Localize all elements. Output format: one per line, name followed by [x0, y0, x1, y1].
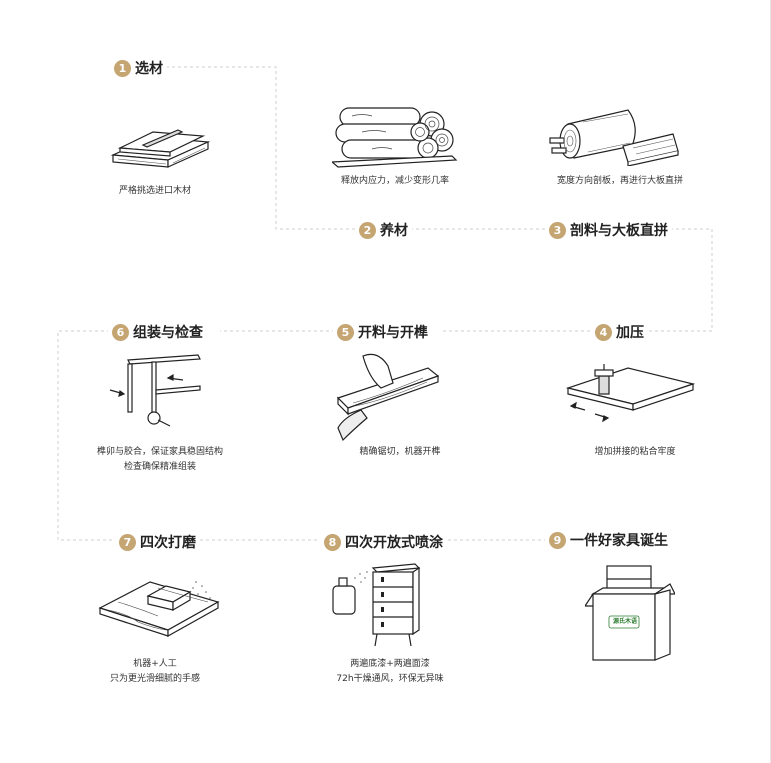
step-1-badge: 1: [114, 59, 131, 77]
step-2-desc-line: 释放内应力，减少变形几率: [340, 176, 449, 186]
step-7-badge: 7: [119, 533, 136, 551]
step-7-desc: 机器+人工 只为更光滑细腻的手感: [80, 657, 230, 687]
step-3-label: 3 剖料与大板直拼: [545, 220, 672, 240]
step-5-title: 开料与开榫: [358, 325, 428, 341]
step-8-desc-line-2: 72h干燥通风，环保无异味: [336, 674, 444, 684]
step-5-desc: 精确锯切，机器开榫: [325, 445, 475, 460]
step-2-label: 2 养材: [355, 220, 412, 240]
step-9-badge: 9: [549, 531, 566, 549]
step-8-label: 8 四次开放式喷涂: [320, 532, 447, 552]
step-4-desc: 增加拼接的粘合牢度: [560, 445, 710, 460]
assembly-frame-icon: [109, 354, 201, 427]
step-7-title: 四次打磨: [140, 535, 196, 551]
log-pile-icon: [332, 107, 458, 168]
step-5-desc-line: 精确锯切，机器开榫: [359, 447, 441, 457]
step-6-title: 组装与检查: [133, 325, 203, 341]
step-3-desc: 宽度方向剖板，再进行大板直拼: [535, 174, 705, 189]
step-8-desc-line-1: 两遍底漆+两遍面漆: [350, 659, 430, 669]
step-5-label: 5 开料与开榫: [333, 322, 432, 342]
step-6-desc-line-2: 检查确保精准组装: [123, 462, 196, 472]
furniture-box-icon: [585, 565, 675, 661]
step-7-label: 7 四次打磨: [115, 532, 200, 552]
step-8-title: 四次开放式喷涂: [345, 535, 443, 551]
hand-saw-board-icon: [336, 353, 440, 442]
step-9-title: 一件好家具诞生: [570, 533, 668, 549]
step-5-badge: 5: [337, 323, 354, 341]
spray-cabinet-icon: [332, 563, 421, 647]
step-4-label: 4 加压: [591, 322, 648, 342]
step-3-title: 剖料与大板直拼: [570, 223, 668, 239]
box-brand-logo: 源氏木语: [612, 618, 637, 625]
step-2-badge: 2: [359, 221, 376, 239]
wood-board-stack-icon: [110, 129, 211, 168]
step-6-desc-line-1: 榫卯与胶合，保证家具稳固结构: [96, 447, 223, 457]
step-6-label: 6 组装与检查: [108, 322, 207, 342]
sanding-board-icon: [98, 581, 220, 638]
step-1-title: 选材: [135, 61, 163, 77]
step-6-badge: 6: [112, 323, 129, 341]
step-8-desc: 两遍底漆+两遍面漆 72h干燥通风，环保无异味: [310, 657, 470, 687]
step-4-desc-line: 增加拼接的粘合牢度: [594, 447, 676, 457]
step-2-title: 养材: [380, 223, 408, 239]
step-9-label: 9 一件好家具诞生: [545, 530, 672, 550]
step-1-desc-line: 严格挑选进口木材: [118, 186, 191, 196]
step-7-desc-line-1: 机器+人工: [133, 659, 177, 669]
step-4-title: 加压: [616, 325, 644, 341]
step-6-desc: 榫卯与胶合，保证家具稳固结构 检查确保精准组装: [80, 445, 240, 475]
step-1-label: 1 选材: [110, 58, 167, 78]
press-clamp-icon: [565, 364, 696, 423]
step-4-badge: 4: [595, 323, 612, 341]
step-8-badge: 8: [324, 533, 341, 551]
step-7-desc-line-2: 只为更光滑细腻的手感: [109, 674, 200, 684]
step-3-desc-line: 宽度方向剖板，再进行大板直拼: [556, 176, 683, 186]
step-3-badge: 3: [549, 221, 566, 239]
sawn-log-icon: [549, 109, 679, 166]
step-2-desc: 释放内应力，减少变形几率: [315, 174, 475, 189]
step-1-desc: 严格挑选进口木材: [80, 184, 230, 199]
